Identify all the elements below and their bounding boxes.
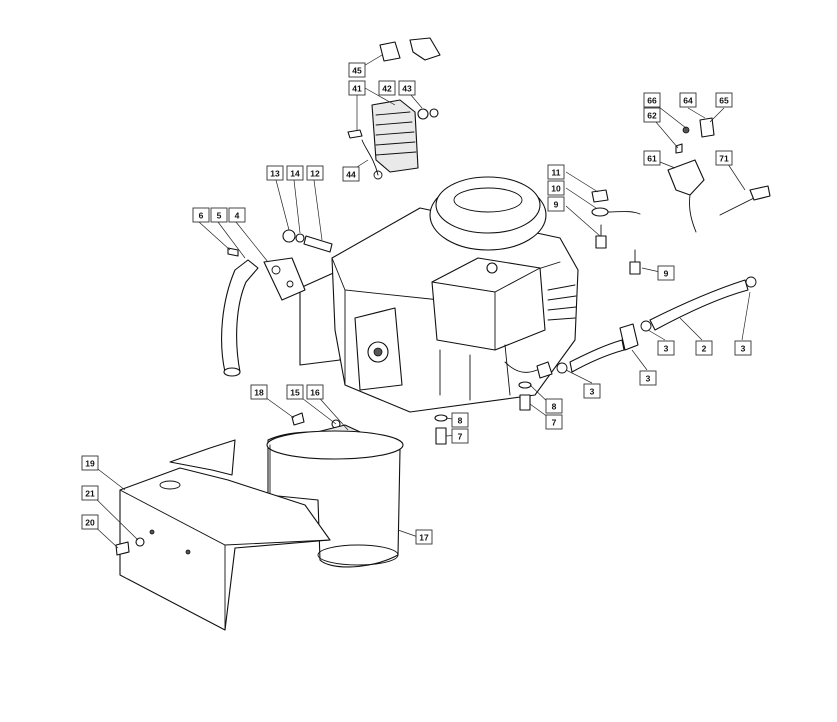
callout-3: 3 xyxy=(734,340,752,356)
callout-43: 43 xyxy=(398,80,416,96)
engine-block xyxy=(299,176,579,413)
engine-shield xyxy=(115,439,331,631)
callout-text: 17 xyxy=(419,532,429,542)
callout-text: 4 xyxy=(235,210,240,220)
callout-21: 21 xyxy=(81,485,99,501)
callout-text: 13 xyxy=(270,168,280,178)
callout-6: 6 xyxy=(192,207,210,223)
callout-11: 11 xyxy=(547,164,565,180)
callout-19: 19 xyxy=(81,455,99,471)
callout-66: 66 xyxy=(643,92,661,108)
exhaust-pipe xyxy=(221,247,306,377)
callout-3: 3 xyxy=(583,383,601,399)
callout-9: 9 xyxy=(657,265,675,281)
callout-text: 8 xyxy=(458,415,463,425)
callout-text: 66 xyxy=(647,95,657,105)
callout-13: 13 xyxy=(266,165,284,181)
callout-text: 44 xyxy=(346,169,356,179)
callout-text: 20 xyxy=(85,517,95,527)
callout-text: 7 xyxy=(552,417,557,427)
callout-text: 10 xyxy=(551,183,561,193)
callout-8: 8 xyxy=(451,412,469,428)
bolt-group-12-14 xyxy=(282,229,333,253)
callout-2: 2 xyxy=(695,340,713,356)
callout-text: 3 xyxy=(590,386,595,396)
callout-text: 9 xyxy=(554,199,559,209)
fuel-hose xyxy=(504,276,757,379)
callout-10: 10 xyxy=(547,180,565,196)
callout-62: 62 xyxy=(643,107,661,123)
callout-text: 15 xyxy=(290,387,300,397)
callout-text: 8 xyxy=(552,401,557,411)
callout-text: 19 xyxy=(85,458,95,468)
callout-9: 9 xyxy=(547,196,565,212)
callout-text: 43 xyxy=(402,83,412,93)
callout-8: 8 xyxy=(545,398,563,414)
callout-4: 4 xyxy=(228,207,246,223)
callout-65: 65 xyxy=(715,92,733,108)
callout-text: 14 xyxy=(290,168,300,178)
callout-text: 3 xyxy=(646,373,651,383)
air-duct xyxy=(266,430,404,568)
callout-44: 44 xyxy=(342,166,360,182)
callout-12: 12 xyxy=(306,165,324,181)
bolt-group-9-11 xyxy=(591,189,641,275)
throttle-parts xyxy=(667,117,771,233)
callout-text: 65 xyxy=(719,95,729,105)
callout-3: 3 xyxy=(657,340,675,356)
callout-text: 3 xyxy=(664,343,669,353)
rectifier-parts xyxy=(347,37,441,180)
callout-15: 15 xyxy=(286,384,304,400)
callout-7: 7 xyxy=(545,414,563,430)
callout-text: 6 xyxy=(199,210,204,220)
callout-41: 41 xyxy=(348,80,366,96)
callout-text: 5 xyxy=(217,210,222,220)
callout-18: 18 xyxy=(250,384,268,400)
callout-text: 9 xyxy=(664,268,669,278)
callout-text: 45 xyxy=(352,65,362,75)
callout-text: 18 xyxy=(254,387,264,397)
callout-text: 64 xyxy=(683,95,693,105)
callout-61: 61 xyxy=(643,150,661,166)
callout-16: 16 xyxy=(306,384,324,400)
callout-text: 62 xyxy=(647,110,657,120)
callout-7: 7 xyxy=(451,428,469,444)
callout-20: 20 xyxy=(81,514,99,530)
bolt-group-7-8 xyxy=(434,381,532,445)
callout-14: 14 xyxy=(286,165,304,181)
callout-17: 17 xyxy=(415,529,433,545)
callout-3: 3 xyxy=(639,370,657,386)
callout-text: 42 xyxy=(382,83,392,93)
callout-text: 21 xyxy=(85,488,95,498)
callout-text: 61 xyxy=(647,153,657,163)
callout-text: 41 xyxy=(352,83,362,93)
callout-45: 45 xyxy=(348,62,366,78)
callout-71: 71 xyxy=(715,150,733,166)
callout-text: 16 xyxy=(310,387,320,397)
callout-text: 3 xyxy=(741,343,746,353)
callout-5: 5 xyxy=(210,207,228,223)
callout-text: 11 xyxy=(552,167,561,177)
callout-text: 12 xyxy=(310,168,320,178)
callout-text: 2 xyxy=(702,343,707,353)
callout-text: 7 xyxy=(458,431,463,441)
callout-64: 64 xyxy=(679,92,697,108)
callout-text: 71 xyxy=(719,153,729,163)
callout-42: 42 xyxy=(378,80,396,96)
